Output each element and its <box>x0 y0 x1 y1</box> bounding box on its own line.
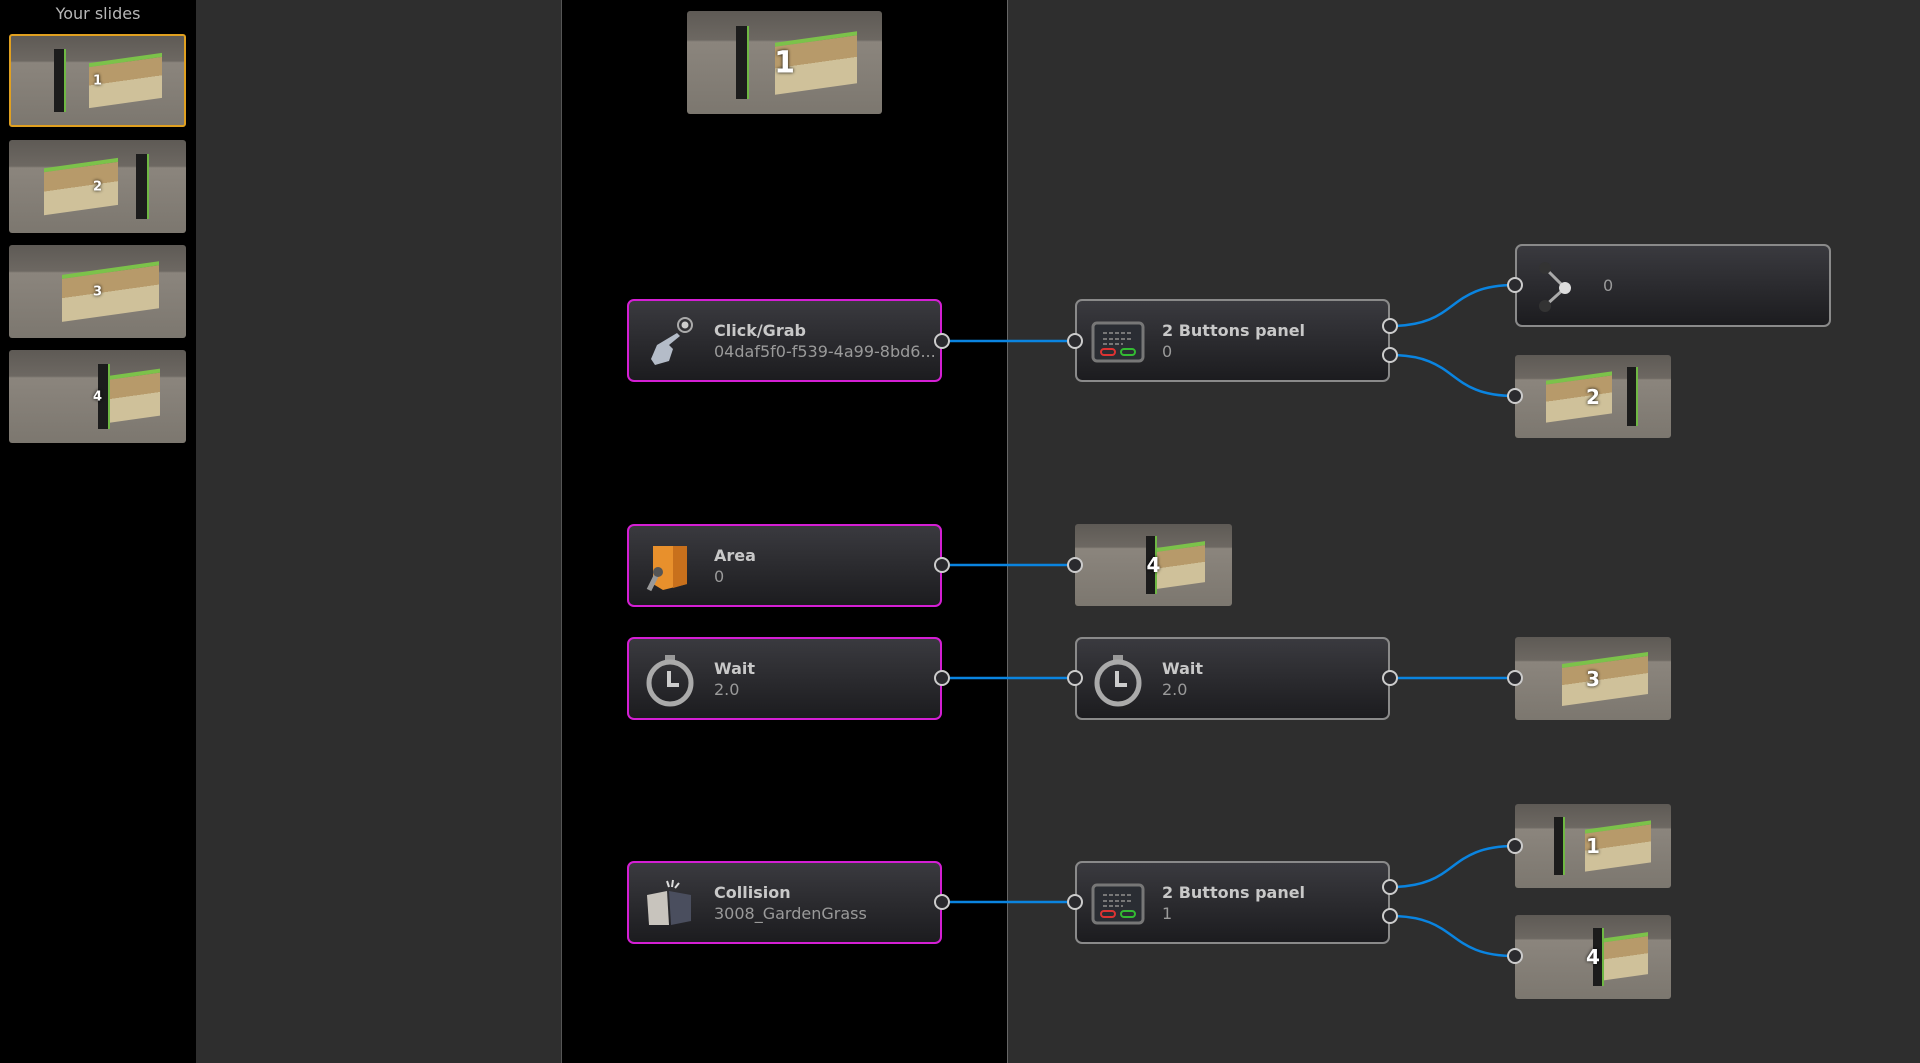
slide-number: 4 <box>1146 553 1161 577</box>
slide-number: 1 <box>1586 834 1600 858</box>
current-slide-thumbnail[interactable]: 1 <box>687 11 882 114</box>
buttons-panel-node-0[interactable]: 2 Buttons panel 0 <box>1075 299 1390 382</box>
branch-icon <box>1539 262 1571 312</box>
output-port[interactable] <box>1382 879 1398 895</box>
input-port[interactable] <box>1507 948 1523 964</box>
slide-thumbnail-2[interactable]: 2 <box>9 140 186 233</box>
wait-node[interactable]: Wait 2.0 <box>627 637 942 720</box>
node-title: 2 Buttons panel <box>1162 321 1306 340</box>
node-value: 3008_GardenGrass <box>714 904 867 923</box>
slide-number: 3 <box>92 284 103 299</box>
output-port[interactable] <box>1382 347 1398 363</box>
node-value: 1 <box>1162 904 1173 923</box>
area-node[interactable]: Area 0 <box>627 524 942 607</box>
node-value: 0 <box>1603 276 1614 295</box>
slide-number: 3 <box>1586 666 1600 691</box>
node-title: Collision <box>714 883 791 902</box>
output-port[interactable] <box>934 670 950 686</box>
collision-cubes-icon <box>647 879 691 925</box>
node-title: Wait <box>714 659 756 678</box>
input-port[interactable] <box>1067 557 1083 573</box>
slide-thumbnail-1[interactable]: 1 <box>9 34 186 127</box>
sidebar-title: Your slides <box>55 4 141 23</box>
stopwatch-icon <box>646 655 694 707</box>
link-buttons1-slide4 <box>1389 914 1516 958</box>
node-value: 2.0 <box>1162 680 1188 699</box>
wait-node-target[interactable]: Wait 2.0 <box>1075 637 1390 720</box>
link-buttons1-slide1 <box>1389 844 1516 889</box>
input-port[interactable] <box>1507 388 1523 404</box>
slide-number: 2 <box>1586 384 1600 409</box>
input-port[interactable] <box>1507 838 1523 854</box>
target-slide-2[interactable]: 2 <box>1515 355 1671 438</box>
target-slide-4b[interactable]: 4 <box>1515 915 1671 999</box>
input-port[interactable] <box>1067 670 1083 686</box>
branch-node[interactable]: 0 <box>1515 244 1831 327</box>
click-grab-node[interactable]: Click/Grab 04daf5f0-f539-4a99-8bd6... <box>627 299 942 382</box>
node-value: 0 <box>1162 342 1173 361</box>
input-port[interactable] <box>1507 277 1523 293</box>
input-port[interactable] <box>1067 894 1083 910</box>
node-value: 04daf5f0-f539-4a99-8bd6... <box>714 342 936 361</box>
slide-number: 4 <box>1586 945 1600 969</box>
node-title: Area <box>714 546 756 565</box>
slide-thumbnail-4[interactable]: 4 <box>9 350 186 443</box>
output-port[interactable] <box>1382 318 1398 334</box>
slide-number: 4 <box>92 389 103 404</box>
slide-number: 2 <box>92 179 103 194</box>
link-buttons0-branch <box>1389 283 1516 328</box>
input-port[interactable] <box>1507 670 1523 686</box>
slides-sidebar: Your slides 1 2 3 4 <box>0 0 196 1063</box>
node-title: Wait <box>1162 659 1204 678</box>
output-port[interactable] <box>1382 908 1398 924</box>
output-port[interactable] <box>1382 670 1398 686</box>
input-port[interactable] <box>1067 333 1083 349</box>
buttons-panel-node-1[interactable]: 2 Buttons panel 1 <box>1075 861 1390 944</box>
target-slide-3[interactable]: 3 <box>1515 637 1671 720</box>
slide-number: 1 <box>774 45 795 80</box>
hand-pointer-icon <box>651 317 693 365</box>
target-slide-4[interactable]: 4 <box>1075 524 1232 606</box>
output-port[interactable] <box>934 333 950 349</box>
slide-thumbnail-3[interactable]: 3 <box>9 245 186 338</box>
node-value: 0 <box>714 567 725 586</box>
slide-number: 1 <box>92 73 103 88</box>
node-value: 2.0 <box>714 680 740 699</box>
output-port[interactable] <box>934 894 950 910</box>
target-slide-1[interactable]: 1 <box>1515 804 1671 888</box>
buttons-panel-icon <box>1091 321 1145 363</box>
output-port[interactable] <box>934 557 950 573</box>
area-cube-icon <box>646 546 687 592</box>
link-buttons0-slide2 <box>1389 353 1516 398</box>
empty-column <box>196 0 561 1063</box>
collision-node[interactable]: Collision 3008_GardenGrass <box>627 861 942 944</box>
buttons-panel-icon <box>1091 883 1145 925</box>
node-title: Click/Grab <box>714 321 806 340</box>
stopwatch-icon <box>1094 655 1142 707</box>
node-title: 2 Buttons panel <box>1162 883 1306 902</box>
